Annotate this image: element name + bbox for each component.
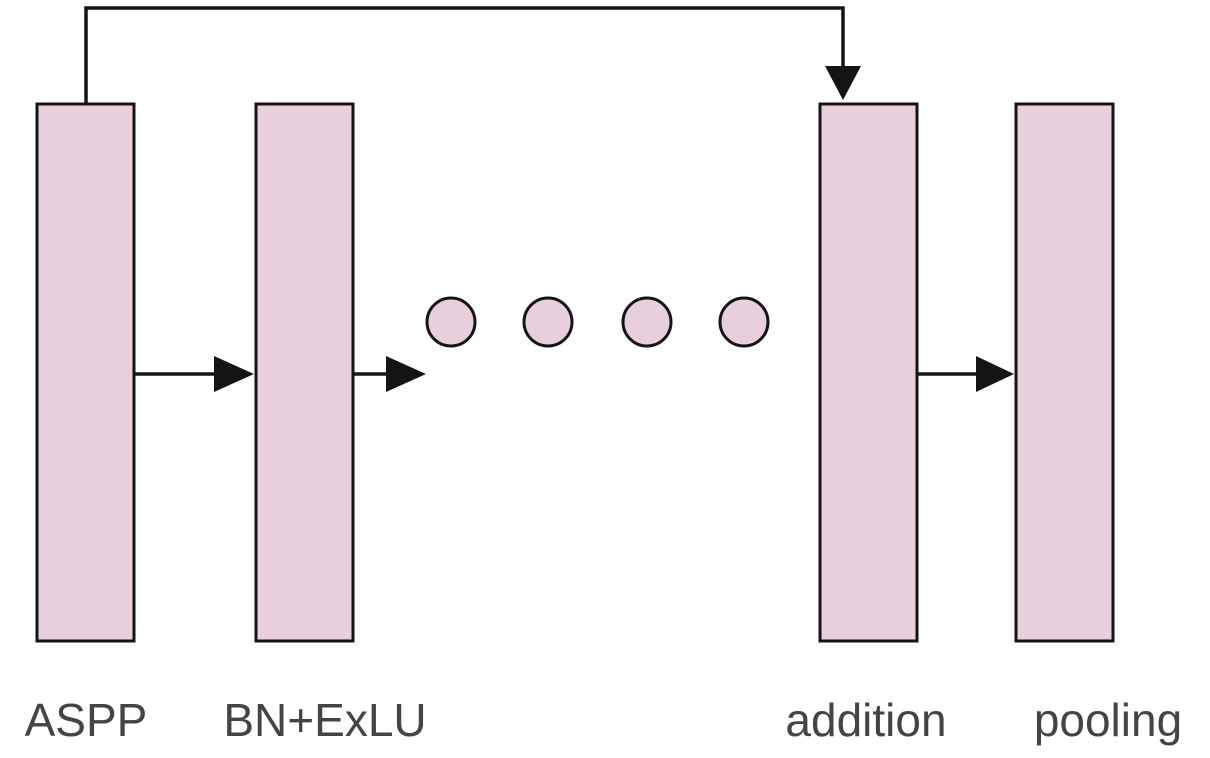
bn-exlu-block: [254, 102, 355, 643]
pooling-label: pooling: [1034, 694, 1182, 746]
addition-label: addition: [785, 694, 946, 746]
skip-connection-line: [84, 6, 845, 104]
bn-exlu-label: BN+ExLU: [223, 694, 426, 746]
arrow-bn-to-ellipsis-head: [386, 356, 426, 392]
skip-connection-arrowhead: [825, 66, 861, 100]
aspp-label: ASPP: [25, 694, 148, 746]
ellipsis-dot: [425, 296, 477, 348]
arrow-addition-to-pooling-head: [976, 356, 1014, 392]
pooling-block: [1014, 102, 1115, 643]
arrow-aspp-to-bn-head: [214, 356, 254, 392]
addition-block: [818, 102, 919, 643]
ellipsis-dot: [621, 296, 673, 348]
aspp-block: [35, 102, 136, 643]
ellipsis-dot: [522, 296, 574, 348]
ellipsis-dot: [718, 296, 770, 348]
